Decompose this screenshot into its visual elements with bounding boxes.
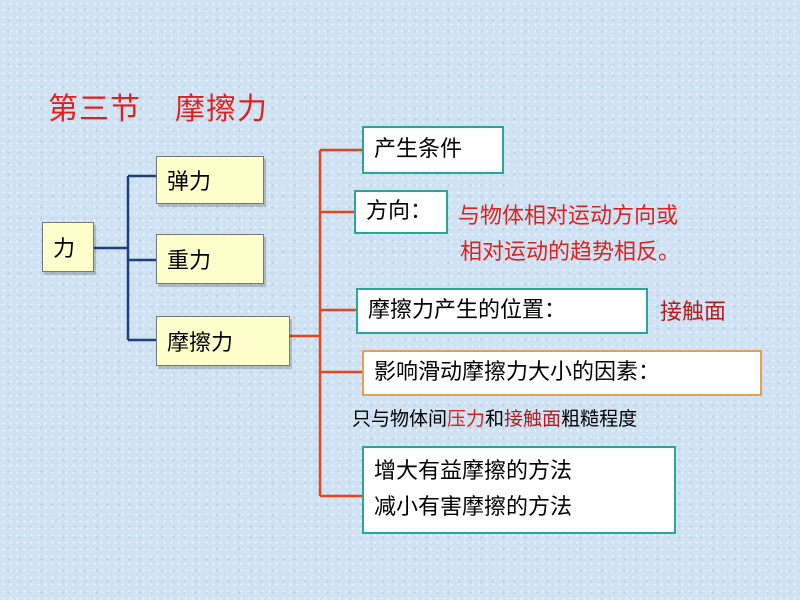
- root-node-force: 力: [42, 222, 94, 272]
- branch-gravity: 重力: [156, 234, 264, 284]
- direction-text-line1: 与物体相对运动方向或: [458, 204, 679, 229]
- factors-text-part5: 粗糙程度: [561, 408, 638, 430]
- branch-label: 重力: [167, 249, 212, 274]
- branch-elastic-force: 弹力: [156, 156, 264, 204]
- branch-label: 弹力: [167, 170, 212, 195]
- direction-label: 方向：: [366, 199, 433, 224]
- position-value: 接触面: [660, 300, 727, 325]
- methods-box: 增大有益摩擦的方法 减小有害摩擦的方法: [362, 446, 676, 534]
- factors-label: 影响滑动摩擦力大小的因素：: [374, 360, 661, 385]
- branch-label: 摩擦力: [167, 331, 234, 356]
- factors-text-pressure: 压力: [447, 408, 486, 430]
- position-box: 摩擦力产生的位置：: [356, 288, 648, 334]
- factors-text-surface: 接触面: [504, 408, 562, 430]
- position-label: 摩擦力产生的位置：: [368, 298, 567, 323]
- right-connector: [290, 148, 362, 498]
- factors-text-part3: 和: [485, 408, 505, 430]
- root-label: 力: [53, 237, 76, 262]
- direction-text-line2: 相对运动的趋势相反。: [460, 240, 681, 265]
- conditions-box: 产生条件: [362, 126, 504, 174]
- title-topic: 摩擦力: [175, 92, 268, 127]
- left-connector: [94, 174, 156, 342]
- factors-text-part1: 只与物体间: [352, 408, 448, 430]
- conditions-text: 产生条件: [374, 137, 463, 162]
- factors-text: 只与物体间压力和接触面粗糙程度: [352, 404, 637, 431]
- factors-box: 影响滑动摩擦力大小的因素：: [362, 350, 762, 396]
- title-section: 第三节: [48, 92, 141, 127]
- branch-friction: 摩擦力: [156, 316, 290, 366]
- page-title: 第三节摩擦力: [48, 84, 268, 128]
- direction-box: 方向：: [354, 190, 448, 234]
- method-decrease: 减小有害摩擦的方法: [374, 495, 573, 520]
- method-increase: 增大有益摩擦的方法: [374, 459, 573, 484]
